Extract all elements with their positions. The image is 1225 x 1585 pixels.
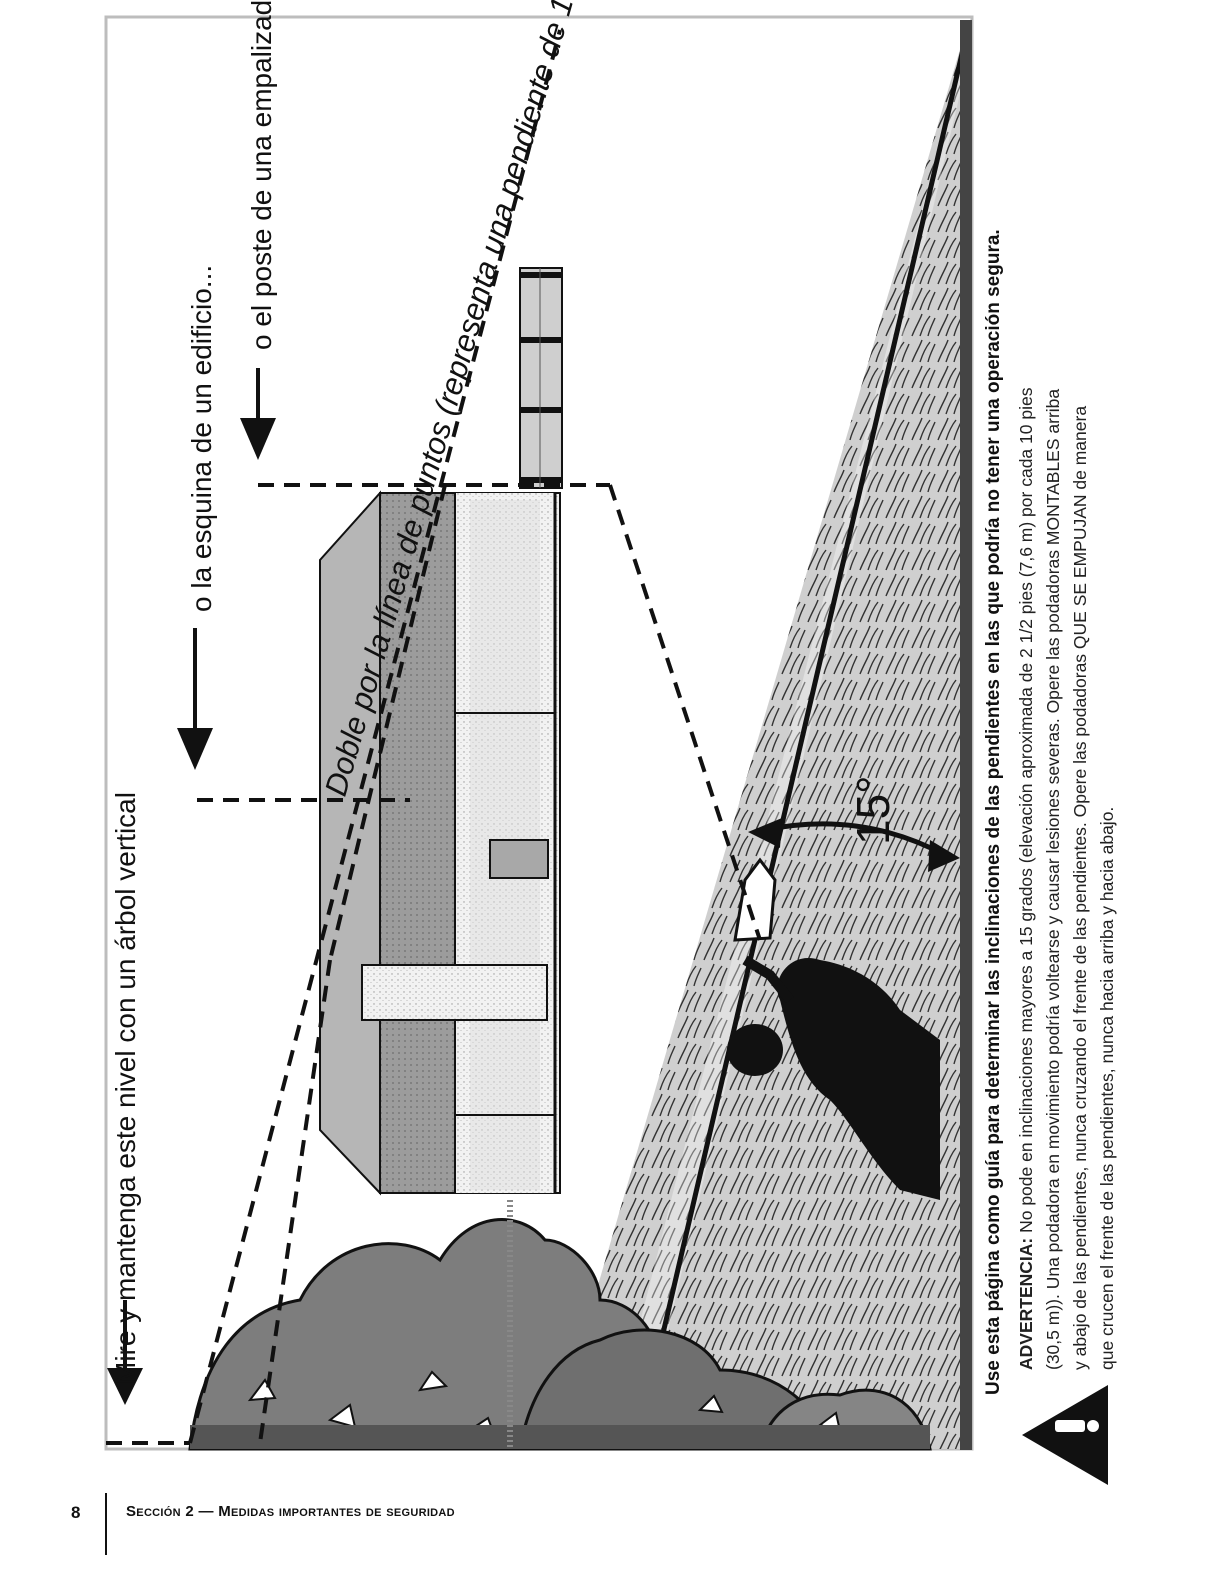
fence-illustration <box>519 267 563 489</box>
warning-line-1: ADVERTENCIA: No pode en inclinaciones ma… <box>1013 388 1040 1370</box>
section-title: Sección 2 — Medidas importantes de segur… <box>126 1503 455 1520</box>
angle-label: 15° <box>847 775 899 845</box>
tree-level-label: Mire y mantenga este nivel con un árbol … <box>110 792 141 1385</box>
sight-lines <box>106 29 762 1445</box>
warning-triangle-icon <box>1022 1385 1108 1485</box>
warning-block: ADVERTENCIA: No pode en inclinaciones ma… <box>1013 388 1121 1370</box>
warning-line-2: (30,5 m)). Una podadora en movimiento po… <box>1043 388 1063 1370</box>
person-silhouette <box>727 857 940 1200</box>
warning-line-3: y abajo de las pendientes, nunca cruzand… <box>1070 405 1090 1370</box>
instruction-text: Use esta página como guía para determina… <box>983 229 1004 1395</box>
warning-heading: ADVERTENCIA: <box>1016 1237 1036 1370</box>
footer-divider <box>105 1493 107 1555</box>
page-footer: 8 Sección 2 — Medidas importantes de seg… <box>0 1493 1225 1583</box>
warning-line-4: que crucen el frente de las pendientes, … <box>1097 806 1117 1370</box>
angle-arc <box>748 818 960 872</box>
tree-illustration <box>188 1218 932 1451</box>
warning-line-1-text: No pode en inclinaciones mayores a 15 gr… <box>1016 387 1036 1238</box>
grass-slope <box>550 20 972 1450</box>
building-corner-label: o la esquina de un edificio... <box>186 264 217 612</box>
fence-post-label: o el poste de una empalizada <box>246 0 277 350</box>
page-number: 8 <box>71 1503 81 1522</box>
arrow-down-icons <box>107 368 276 1405</box>
